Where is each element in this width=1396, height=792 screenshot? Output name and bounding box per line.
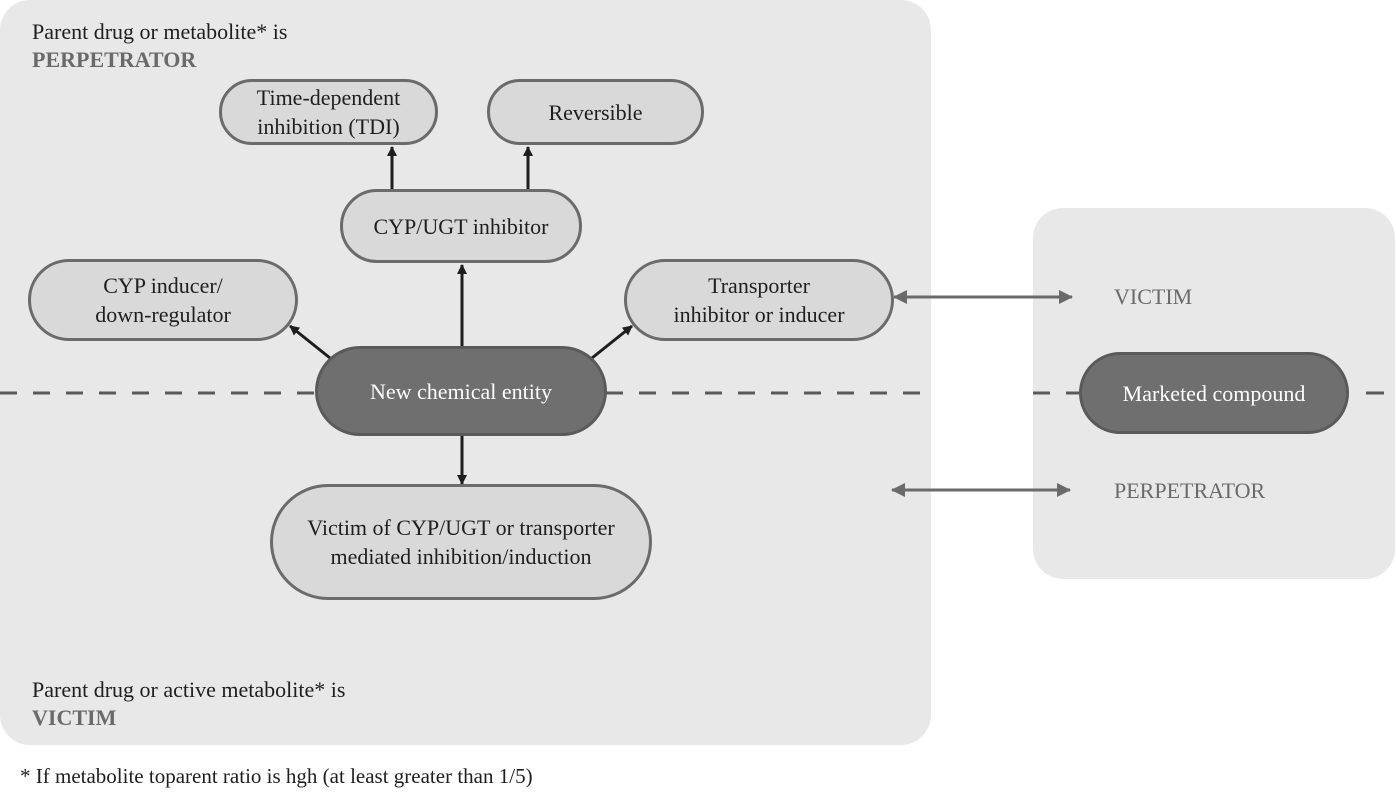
victim-heading-label: VICTIM (32, 705, 117, 730)
right-victim-label: VICTIM (1114, 284, 1193, 309)
node-transporter: Transporter inhibitor or inducer (624, 259, 894, 341)
node-reversible-label: Reversible (548, 99, 643, 125)
node-tdi: Time-dependent inhibition (TDI) (219, 79, 438, 145)
node-cyp-inducer: CYP inducer/ down-regulator (28, 259, 298, 341)
arrow-to-cyp-inducer (289, 324, 331, 360)
victim-heading-text: Parent drug or active metabolite* is (32, 677, 346, 702)
node-marketed-compound: Marketed compound (1079, 352, 1349, 434)
node-nce-label: New chemical entity (369, 378, 553, 404)
node-tdi-label: Time-dependent inhibition (TDI) (256, 85, 401, 139)
footnote: * If metabolite toparent ratio is hgh (a… (20, 764, 533, 788)
node-victim: Victim of CYP/UGT or transporter mediate… (270, 484, 652, 600)
node-cyp-inducer-label: CYP inducer/ down-regulator (95, 273, 231, 327)
right-perpetrator-label: PERPETRATOR (1114, 478, 1266, 503)
arrow-to-transporter (591, 324, 633, 360)
perpetrator-heading-label: PERPETRATOR (32, 47, 197, 72)
node-marketed-label: Marketed compound (1122, 380, 1306, 406)
perpetrator-heading-text: Parent drug or metabolite* is (32, 19, 288, 44)
node-transporter-label: Transporter inhibitor or inducer (673, 273, 845, 327)
node-reversible: Reversible (487, 79, 704, 145)
node-cyp-ugt-inhibitor-label: CYP/UGT inhibitor (373, 213, 549, 239)
node-new-chemical-entity: New chemical entity (315, 346, 607, 436)
node-cyp-ugt-inhibitor: CYP/UGT inhibitor (340, 189, 582, 263)
node-victim-label: Victim of CYP/UGT or transporter mediate… (307, 515, 615, 569)
